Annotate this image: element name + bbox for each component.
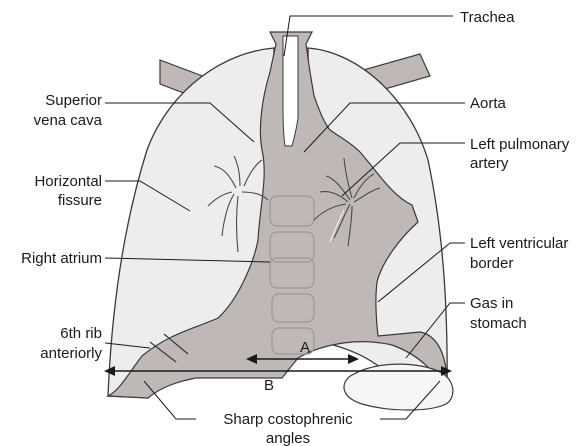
label-left-pulmonary-artery-2: artery <box>470 155 509 172</box>
label-superior-vena-cava-2: vena cava <box>34 112 103 129</box>
label-costophrenic-2: angles <box>266 430 310 446</box>
label-horizontal-fissure-2: fissure <box>58 192 102 209</box>
label-left-ventricular-border-1: Left ventricular <box>470 235 568 252</box>
label-sixth-rib-2: anteriorly <box>40 345 102 362</box>
label-right-atrium: Right atrium <box>21 250 102 267</box>
measure-a-arrow-right <box>348 354 359 364</box>
label-measure-a: A <box>300 339 310 356</box>
label-gas-in-stomach-1: Gas in <box>470 295 513 312</box>
label-left-ventricular-border-2: border <box>470 255 513 272</box>
label-costophrenic-1: Sharp costophrenic <box>223 411 353 428</box>
label-gas-in-stomach-2: stomach <box>470 315 527 332</box>
trachea-lumen <box>283 36 298 146</box>
label-horizontal-fissure-1: Horizontal <box>34 173 102 190</box>
label-trachea: Trachea <box>460 9 515 26</box>
label-left-pulmonary-artery-1: Left pulmonary <box>470 136 570 153</box>
label-superior-vena-cava-1: Superior <box>45 92 102 109</box>
label-measure-b: B <box>264 377 274 394</box>
label-aorta: Aorta <box>470 95 507 112</box>
label-sixth-rib-1: 6th rib <box>60 325 102 342</box>
